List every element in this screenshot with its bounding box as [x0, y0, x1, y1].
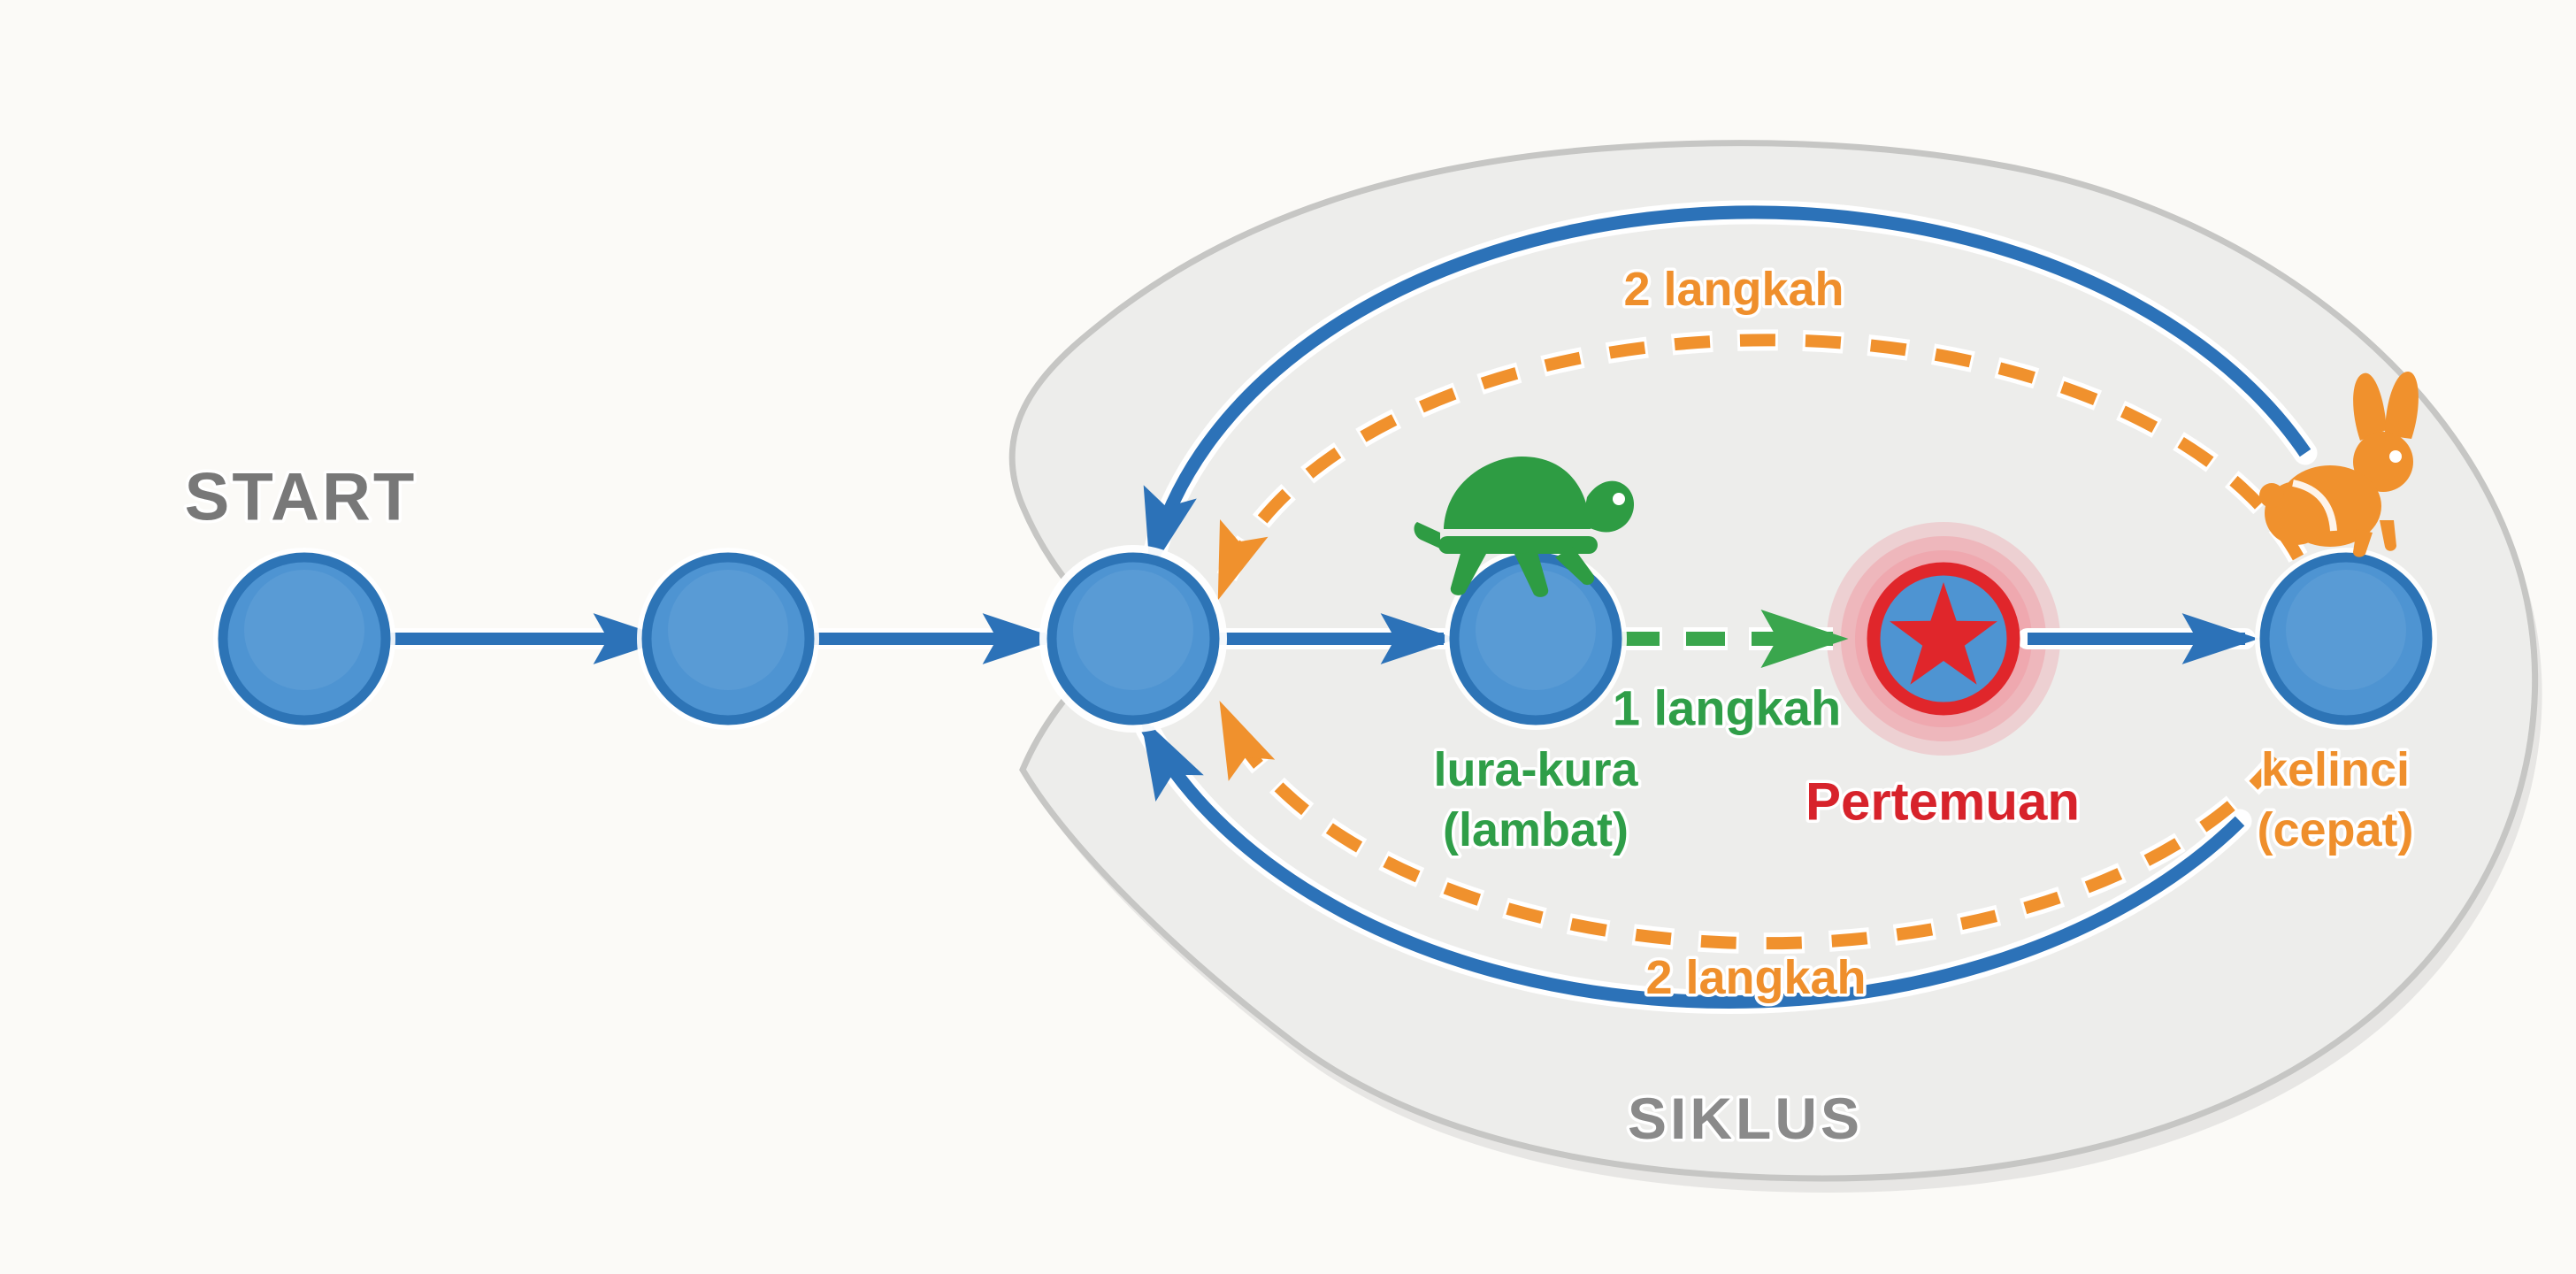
- tortoise-speed-label: (lambat): [1443, 803, 1629, 856]
- node-tortoise: [1445, 548, 1627, 730]
- two-steps-bottom-label: 2 langkah: [1645, 951, 1866, 1004]
- cycle-return-arc-bottom: [1135, 716, 2252, 1015]
- cycle-return-arc-top: [1141, 200, 2318, 572]
- hare-jump-arc-top: [1212, 329, 2308, 601]
- hare-speed-label: (cepat): [2257, 803, 2413, 856]
- node-2: [637, 548, 819, 730]
- hare-jump-arc-bottom: [1215, 701, 2286, 955]
- meeting-label: Pertemuan: [1806, 772, 2080, 832]
- node-start: [213, 548, 395, 730]
- star-icon: [1890, 582, 1997, 685]
- cycle-label: SIKLUS: [1628, 1086, 1863, 1151]
- hare-name-label: kelinci: [2261, 743, 2410, 796]
- rabbit-icon: [2259, 372, 2419, 557]
- node-hare: [2255, 548, 2437, 730]
- two-steps-top-label: 2 langkah: [1623, 263, 1844, 316]
- one-step-label: 1 langkah: [1613, 680, 1841, 736]
- tortoise-name-label: lura-kura: [1433, 743, 1638, 796]
- node-cycle-entry: [1039, 545, 1227, 733]
- turtle-icon: [1414, 457, 1635, 597]
- start-label: START: [185, 460, 418, 535]
- meeting-node: [1867, 562, 2020, 716]
